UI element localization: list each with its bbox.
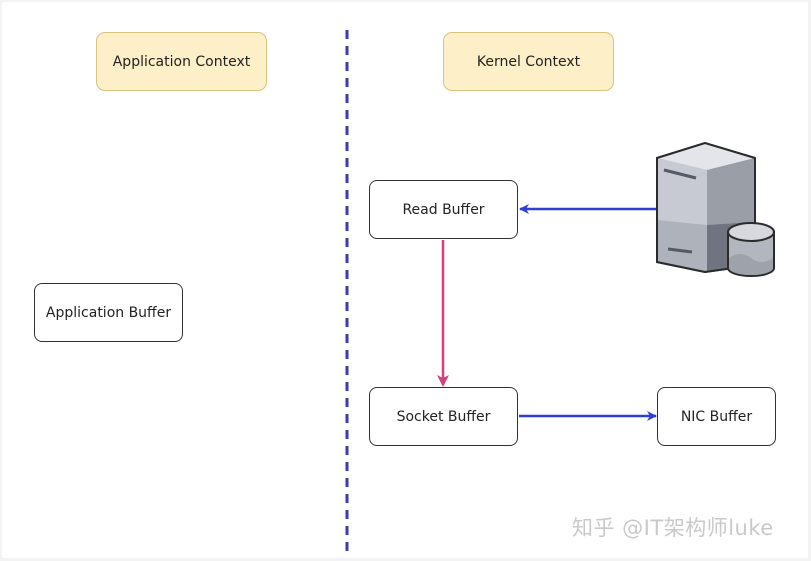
- socket-buffer-text: Socket Buffer: [396, 408, 491, 425]
- application-buffer-text: Application Buffer: [45, 304, 172, 321]
- application-context-label: Application Context: [96, 32, 267, 91]
- read-buffer-node: Read Buffer: [369, 180, 518, 239]
- kernel-context-text: Kernel Context: [476, 53, 581, 70]
- socket-buffer-node: Socket Buffer: [369, 387, 518, 446]
- application-buffer-node: Application Buffer: [34, 283, 183, 342]
- nic-buffer-text: NIC Buffer: [680, 408, 753, 425]
- read-buffer-text: Read Buffer: [402, 201, 485, 218]
- application-context-text: Application Context: [112, 53, 251, 70]
- server-with-disk-icon: [656, 141, 775, 277]
- nic-buffer-node: NIC Buffer: [657, 387, 776, 446]
- watermark: 知乎 @IT架构师luke: [572, 516, 774, 540]
- kernel-context-label: Kernel Context: [443, 32, 614, 91]
